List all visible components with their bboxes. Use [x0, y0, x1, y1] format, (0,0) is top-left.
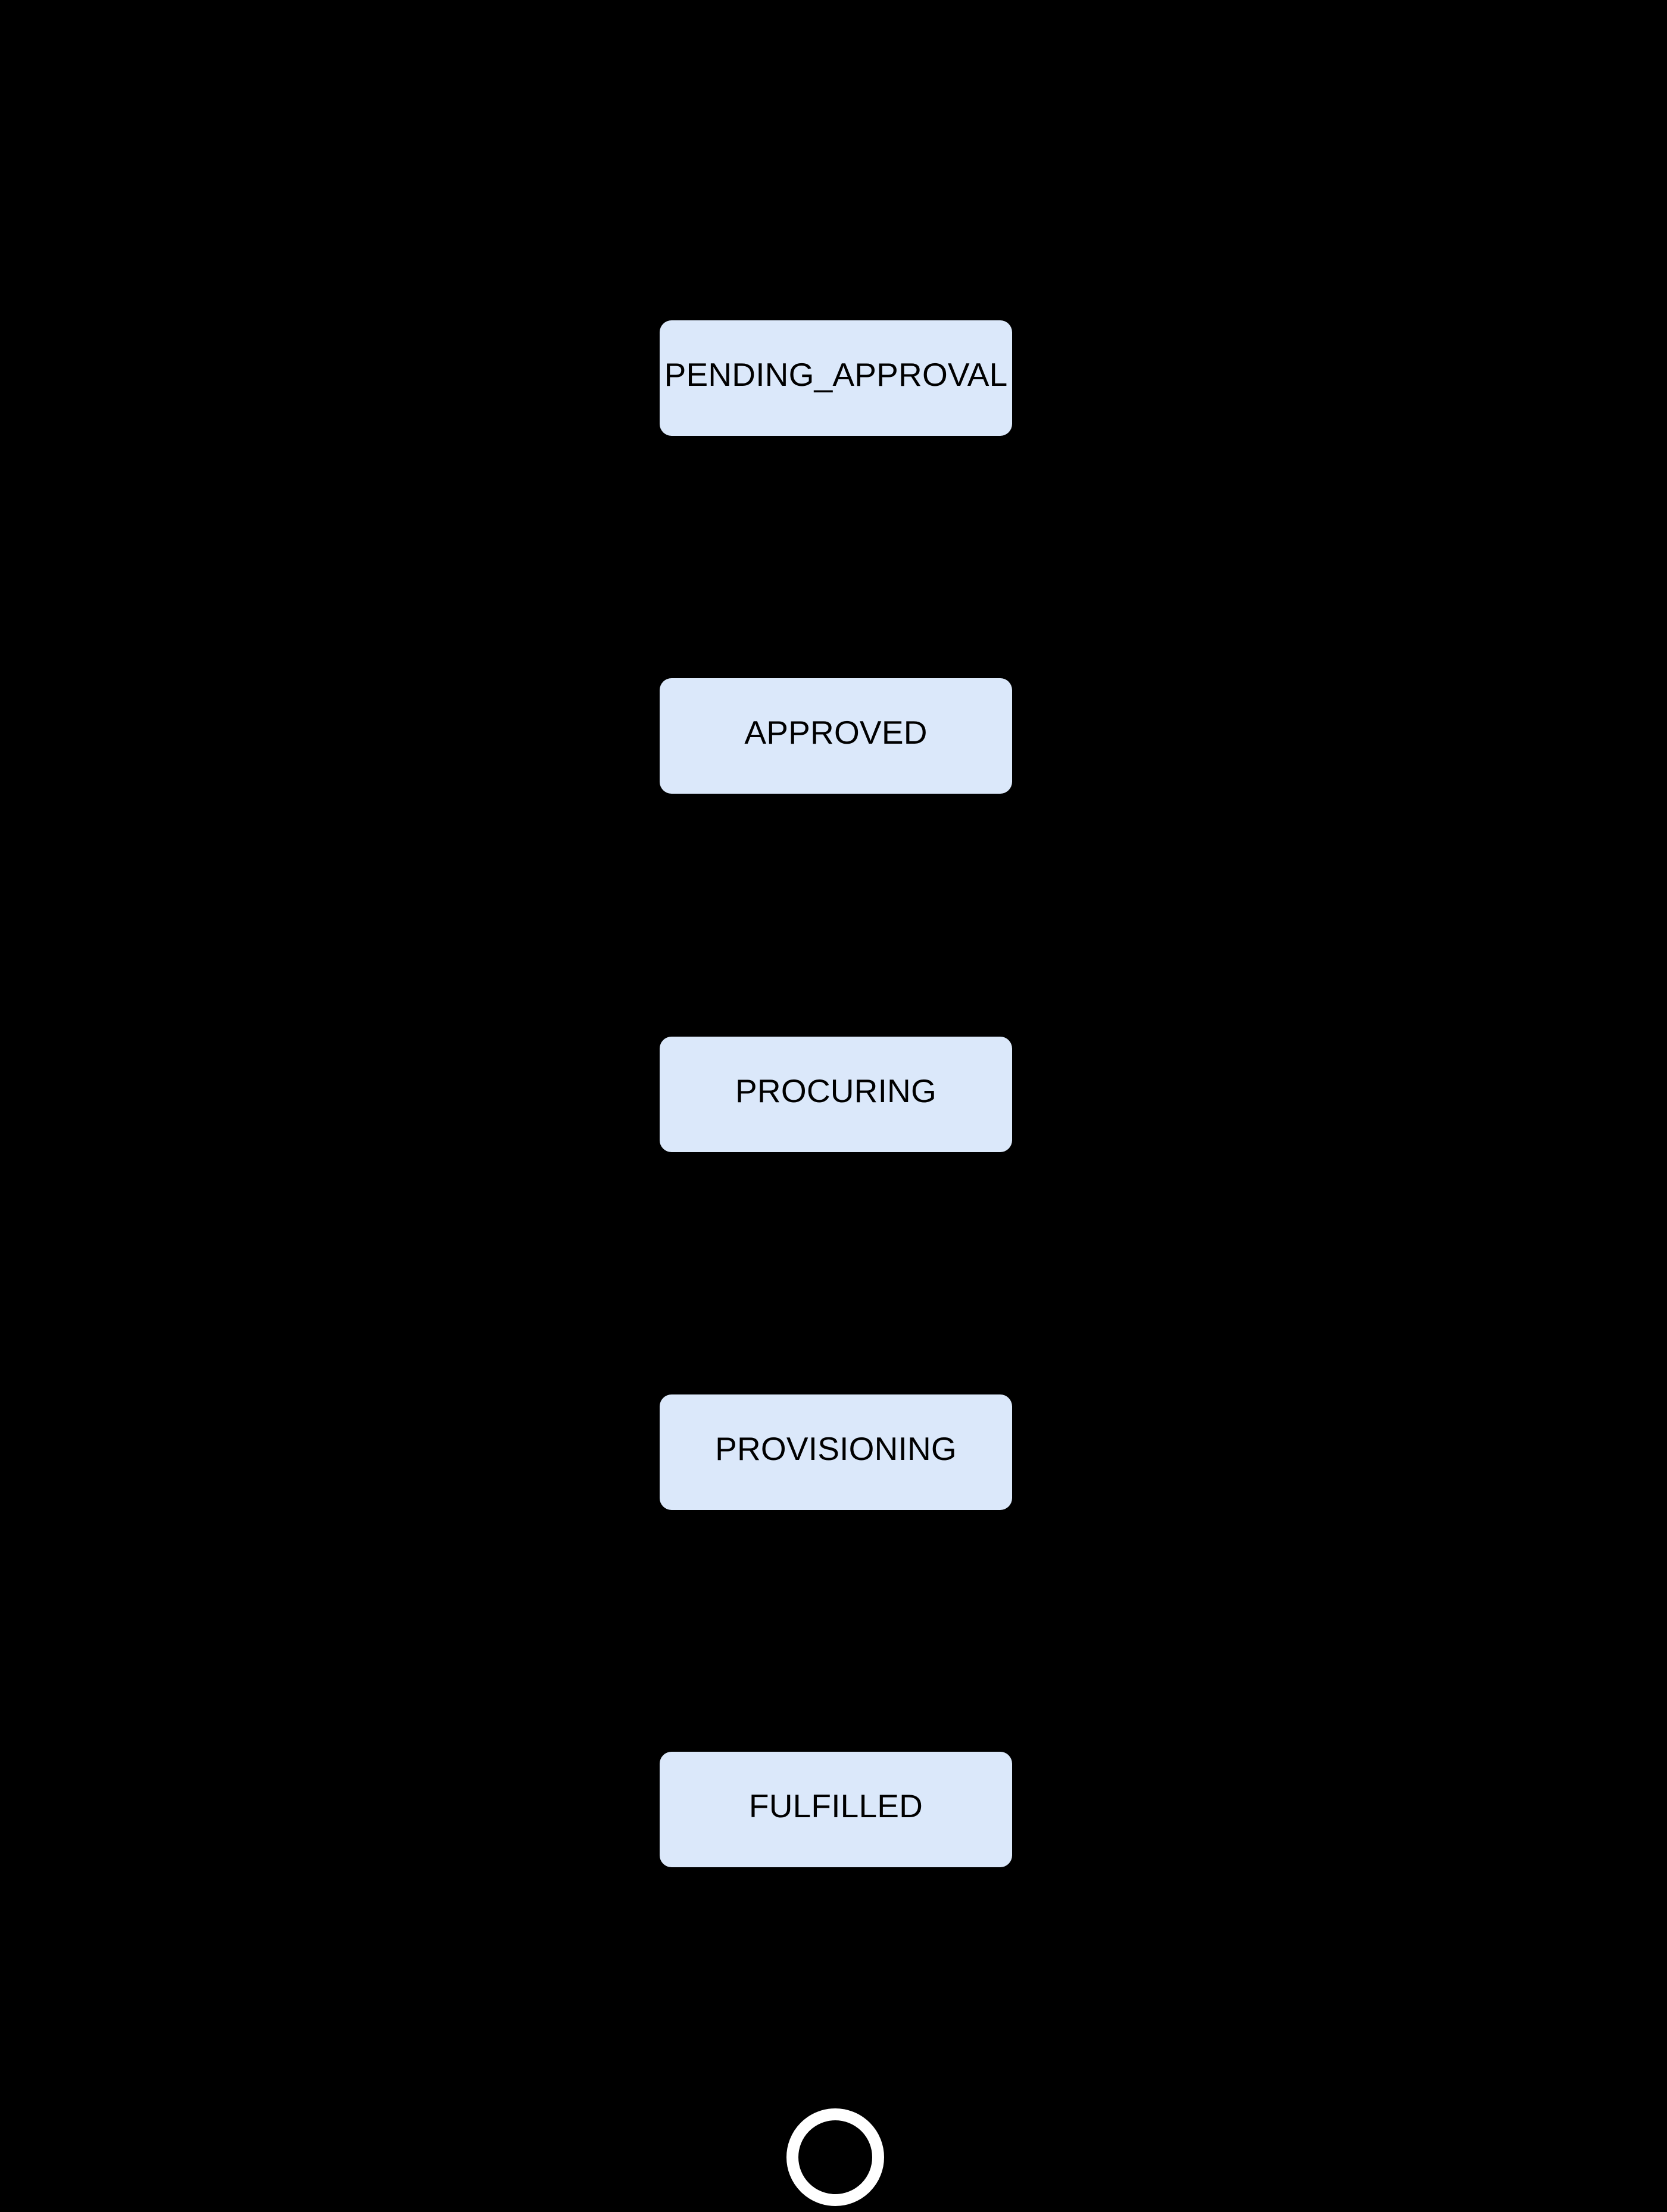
arrowhead-fulfilled-to-end-state — [826, 2095, 845, 2108]
edge-fulfilled-to-end-state — [833, 1867, 838, 2109]
node-label-provisioning: PROVISIONING — [715, 1430, 957, 1467]
node-procuring[interactable]: PROCURING — [660, 1037, 1012, 1152]
node-pending-approval[interactable]: PENDING_APPROVAL — [660, 320, 1012, 436]
node-label-pending-approval: PENDING_APPROVAL — [664, 355, 1008, 393]
node-label-fulfilled: FULFILLED — [748, 1787, 923, 1824]
arrowhead-pending-approval-to-approved — [826, 665, 845, 678]
arrowhead-procuring-to-provisioning — [826, 1381, 845, 1394]
arrowhead-approved-to-procuring — [826, 1024, 845, 1037]
arrowhead-provisioning-to-fulfilled — [826, 1739, 845, 1752]
node-end-state-ring[interactable] — [786, 2108, 884, 2206]
node-label-procuring: PROCURING — [735, 1072, 936, 1109]
node-provisioning[interactable]: PROVISIONING — [660, 1394, 1012, 1510]
node-label-approved: APPROVED — [744, 713, 928, 751]
node-fulfilled[interactable]: FULFILLED — [660, 1752, 1012, 1867]
node-approved[interactable]: APPROVED — [660, 678, 1012, 794]
